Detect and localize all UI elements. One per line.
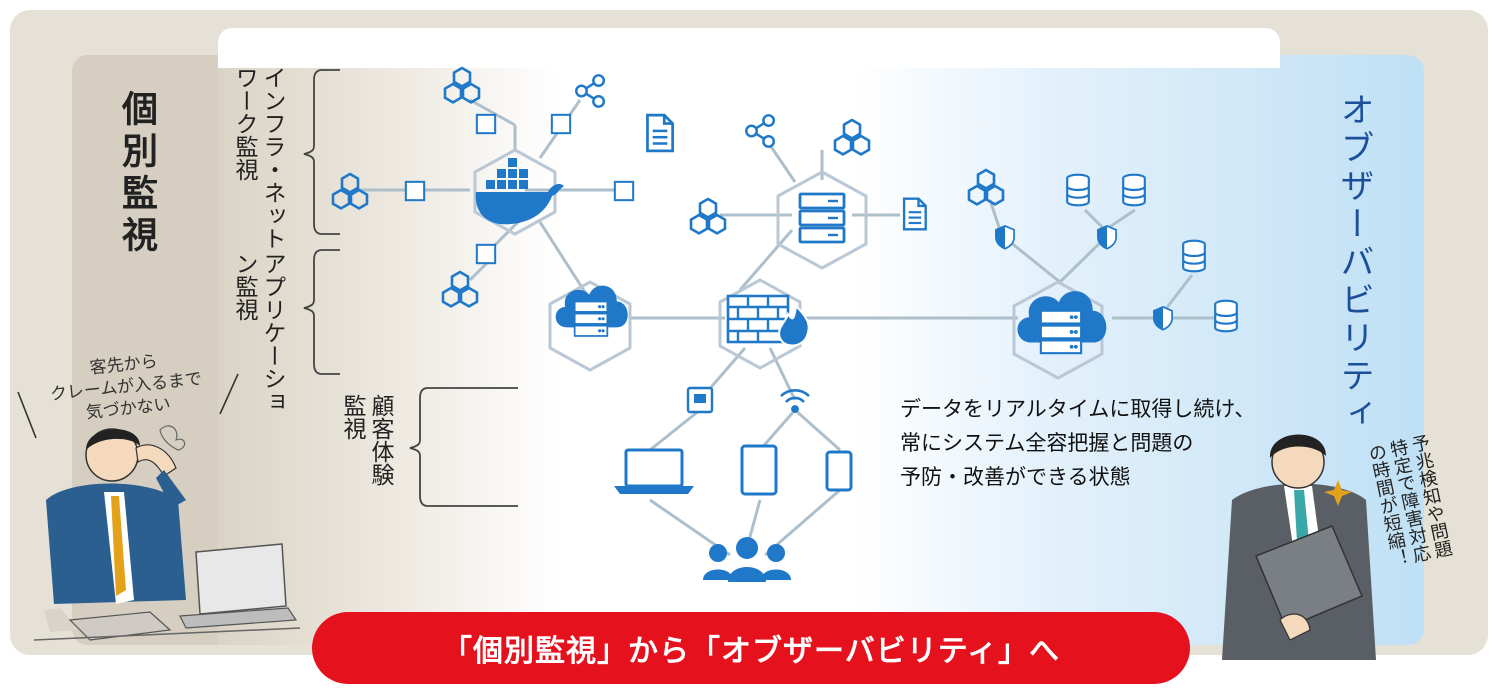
category-app: アプリケーション監視 (231, 252, 285, 413)
users-group-icon (703, 537, 791, 582)
left-title: 個別監視 (116, 90, 157, 258)
diagram-panel-top (218, 28, 1280, 68)
laptop-icon (614, 448, 694, 494)
share-icon (575, 74, 776, 148)
firewall-icon (726, 294, 810, 347)
category-infra: インフラ・ネットワーク監視 (231, 66, 285, 250)
speech-marks (17, 373, 239, 439)
description-line: 予防・改善ができる状態 (900, 465, 1131, 489)
right-title: オブザーバビリティ (1334, 92, 1374, 434)
description-line: データをリアルタイムに取得し続け、 (900, 397, 1256, 421)
docker-whale-icon (475, 158, 564, 225)
businessman-illustration (1222, 434, 1376, 660)
transition-banner: 「個別監視」から「オブザーバビリティ」へ (312, 612, 1190, 684)
category-cx: 顧客体験監視 (339, 394, 393, 486)
wifi-icon (780, 389, 810, 413)
category-braces (303, 69, 518, 507)
document-icon (646, 113, 927, 231)
ethernet-port-icon (686, 386, 714, 414)
server-rack-icon (798, 192, 846, 244)
hex-frames (473, 148, 1104, 380)
observability-description: データをリアルタイムに取得し続け、 常にシステム全容把握と問題の 予防・改善がで… (900, 392, 1255, 494)
hexagon-cluster-icon (331, 66, 1005, 308)
description-line: 常にシステム全容把握と問題の (900, 431, 1194, 455)
stressed-man-illustration (33, 425, 301, 641)
tablet-icon (740, 444, 778, 496)
smartphone-icon (825, 450, 853, 492)
